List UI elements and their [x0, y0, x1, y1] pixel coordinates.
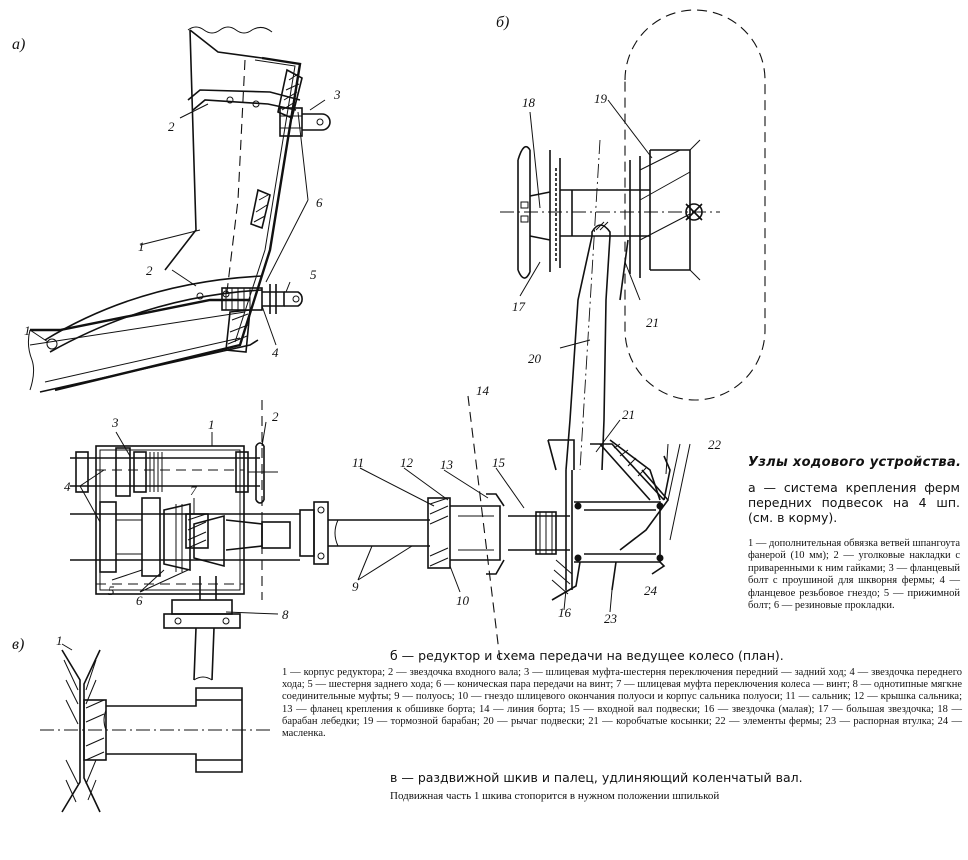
callout-b-23: 23	[604, 611, 617, 626]
callout-b-11: 11	[352, 455, 365, 470]
callout-a-5: 5	[310, 267, 317, 282]
panel-b-bottom-drawing	[70, 395, 691, 681]
caption-a-heading: а — система крепления ферм передних подв…	[748, 480, 960, 525]
caption-b-heading: б — редуктор и схема передачи на ведущее…	[390, 648, 784, 663]
callout-b-21-upper: 21	[646, 315, 659, 330]
panel-a-drawing	[27, 26, 331, 393]
callout-b-7: 7	[190, 483, 197, 498]
panel-a-label: а)	[12, 36, 26, 53]
callout-b-21-lower: 21	[622, 407, 635, 422]
callout-b-2: 2	[272, 409, 279, 424]
callout-b-14: 14	[476, 383, 489, 398]
callout-b-24: 24	[644, 583, 657, 598]
callout-a-3: 3	[334, 87, 341, 102]
callout-b-9: 9	[352, 579, 359, 594]
caption-c-legend: Подвижная часть 1 шкива стопорится в нуж…	[390, 790, 720, 802]
caption-b-legend: 1 — корпус редуктора; 2 — звездочка вход…	[282, 667, 962, 740]
caption-a-legend: 1 — дополнительная обвязка ветвей шпанго…	[748, 538, 960, 612]
callout-b-6: 6	[136, 593, 143, 608]
callout-c-1: 1	[56, 633, 63, 648]
panel-c-label: в)	[12, 636, 25, 653]
callout-b-19: 19	[594, 91, 607, 106]
callout-b-1: 1	[208, 417, 215, 432]
callout-b-8: 8	[282, 607, 289, 622]
callout-a-1-lower: 1	[24, 323, 31, 338]
panel-b-top-drawing	[500, 9, 766, 471]
callout-b-16: 16	[558, 605, 571, 620]
caption-c-heading: в — раздвижной шкив и палец, удлиняющий …	[390, 770, 803, 785]
panel-c-drawing	[40, 643, 270, 813]
figure-title: Узлы ходового устройства.	[748, 455, 962, 470]
callout-b-12: 12	[400, 455, 413, 470]
callout-b-22: 22	[708, 437, 721, 452]
callout-a-2-lower: 2	[146, 263, 153, 278]
callout-a-4: 4	[272, 345, 279, 360]
callout-b-3: 3	[112, 415, 119, 430]
callout-b-13: 13	[440, 457, 453, 472]
panel-b-label: б)	[496, 14, 510, 31]
callout-b-10: 10	[456, 593, 469, 608]
callout-b-18: 18	[522, 95, 535, 110]
callout-b-20: 20	[528, 351, 541, 366]
callout-b-5: 5	[108, 583, 115, 598]
callout-b-15: 15	[492, 455, 505, 470]
callout-a-6: 6	[316, 195, 323, 210]
callout-b-17: 17	[512, 299, 525, 314]
callout-a-2-upper: 2	[168, 119, 175, 134]
callout-a-1-upper: 1	[138, 239, 145, 254]
callout-b-4: 4	[64, 479, 71, 494]
